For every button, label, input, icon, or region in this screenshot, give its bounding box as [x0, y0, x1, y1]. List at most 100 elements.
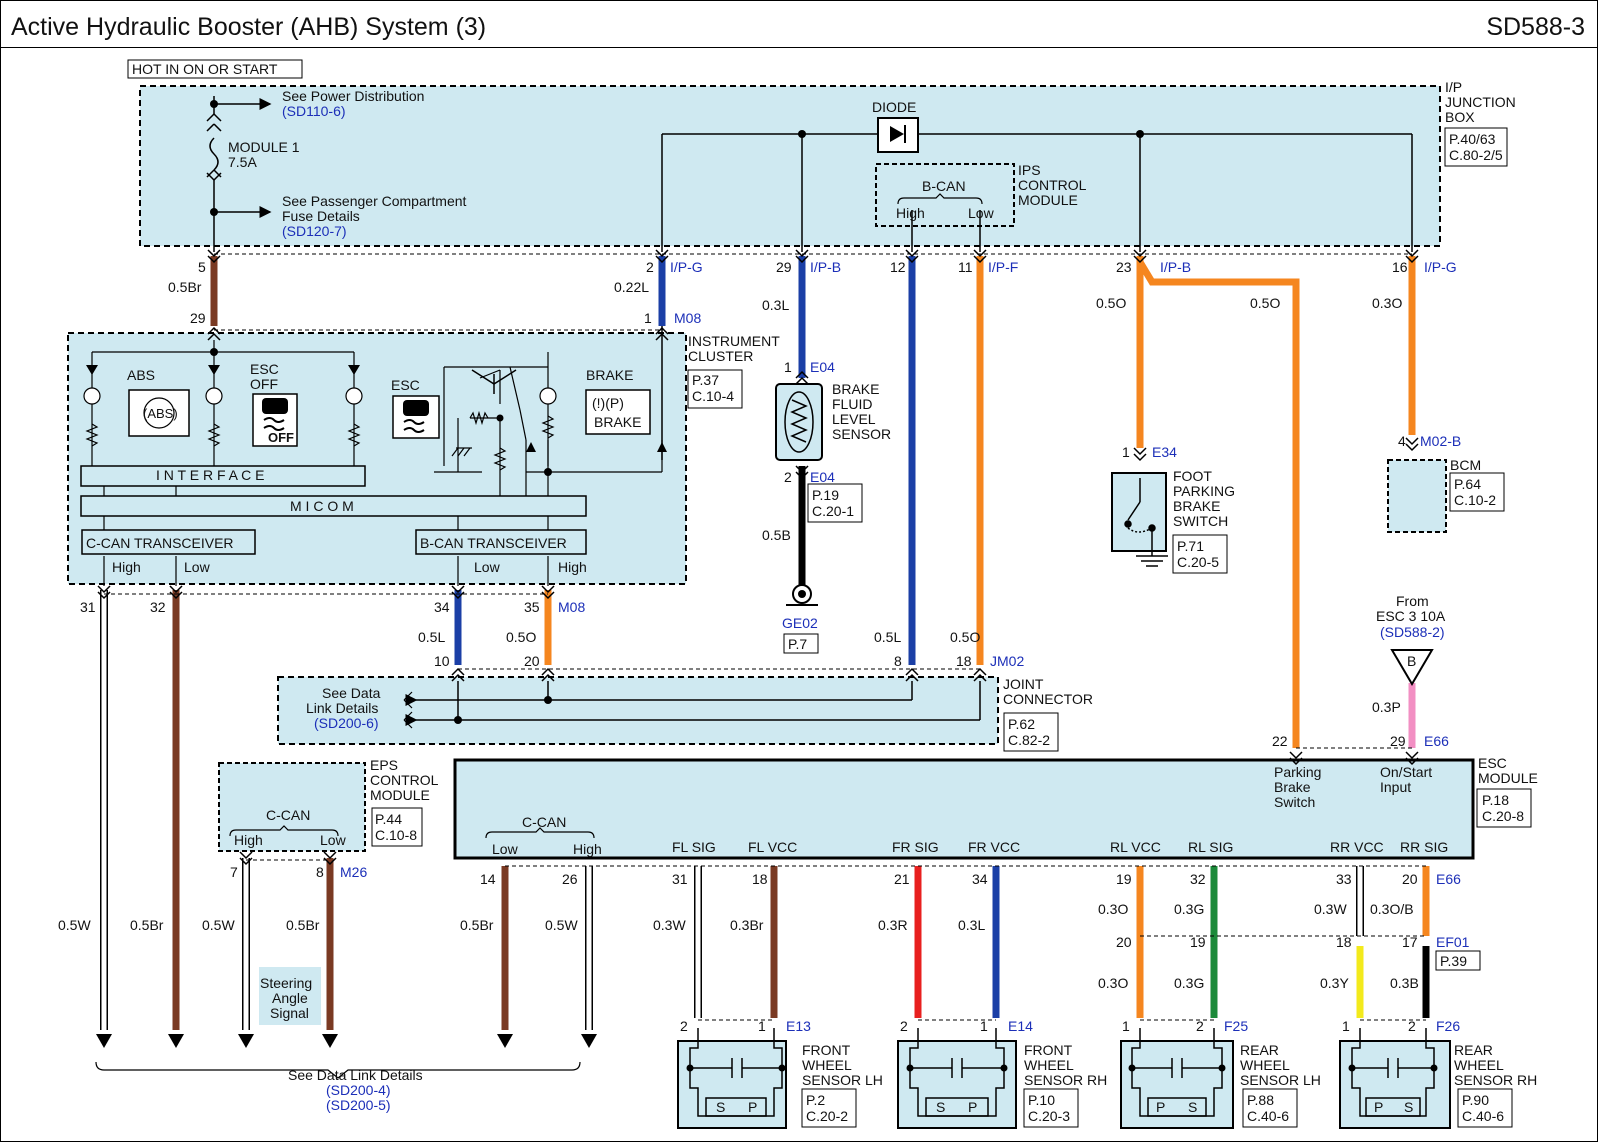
fuse-symbol	[206, 112, 222, 181]
cluster-label-2: CLUSTER	[688, 348, 753, 364]
pin-label: 2	[900, 1018, 908, 1034]
see-pass-label-1: See Passenger Compartment	[282, 193, 467, 209]
brake-symbol-text: BRAKE	[594, 414, 641, 430]
cluster-led-icons	[86, 365, 667, 452]
wire-spec: 0.5Br	[168, 279, 202, 295]
page-title: Active Hydraulic Booster (AHB) System (3…	[11, 13, 487, 41]
wire-spec: 0.5W	[202, 917, 235, 933]
sdl-label-1: See Data	[322, 685, 381, 701]
pin-label: 4	[1398, 433, 1406, 449]
pin-label: 1	[758, 1018, 766, 1034]
abs-label: ABS	[127, 367, 155, 383]
wire-spec: 0.3P	[1372, 699, 1401, 715]
esc-fuse-triangle	[1390, 649, 1434, 686]
eps-control-module-box	[218, 762, 366, 852]
pin-label: 2	[1196, 1018, 1204, 1034]
wire-spec: 0.3O/B	[1370, 901, 1414, 917]
brake-label: BRAKE	[586, 367, 633, 383]
splice-dot	[544, 696, 552, 704]
wire-spec: 0.5Br	[130, 917, 164, 933]
fwl-label-1: FRONT	[802, 1042, 851, 1058]
sensor-p-label: P	[1156, 1099, 1165, 1115]
hot-label: HOT IN ON OR START	[132, 61, 278, 77]
connector-ref: M08	[558, 599, 585, 615]
fr-vcc-label: FR VCC	[968, 839, 1020, 855]
esc-label: ESC	[391, 377, 420, 393]
wire-spec: 0.3B	[1390, 975, 1419, 991]
rwl-label-1: REAR	[1240, 1042, 1279, 1058]
wire-spec: 0.5W	[58, 917, 91, 933]
jc-label-2: CONNECTOR	[1003, 691, 1093, 707]
fwr-label-1: FRONT	[1024, 1042, 1073, 1058]
pin-label: 5	[198, 259, 206, 275]
bfl-label-3: LEVEL	[832, 411, 876, 427]
pin-label: 8	[894, 653, 902, 669]
fr-sig-label: FR SIG	[892, 839, 939, 855]
pbs-label-1: Parking	[1274, 764, 1321, 780]
brake-fluid-sensor-icon	[784, 391, 814, 453]
pin-label: 20	[524, 653, 540, 669]
pin-label: 29	[190, 310, 206, 326]
sd120-ref: (SD120-7)	[282, 223, 347, 239]
pbs-label-2: Brake	[1274, 779, 1311, 795]
osi-label-2: Input	[1380, 779, 1411, 795]
triangle-b-label: B	[1407, 653, 1416, 669]
eps-low-label: Low	[320, 832, 347, 848]
wire-spec: 0.3O	[1098, 975, 1128, 991]
abs-warning-icon	[128, 389, 190, 437]
from-label-2: ESC 3 10A	[1376, 608, 1446, 624]
cluster-splice-dots	[210, 348, 552, 476]
fpb-label-3: BRAKE	[1173, 498, 1220, 514]
junction-box-internal-wiring	[213, 96, 1413, 252]
rl-vcc-label: RL VCC	[1110, 839, 1161, 855]
sensor-s-label: S	[1404, 1099, 1413, 1115]
bcm-ref-1: P.64	[1454, 476, 1481, 492]
pin-label: 22	[1272, 733, 1288, 749]
foot-parking-brake-switch-box	[1111, 472, 1167, 552]
wire-spec: 0.22L	[614, 279, 649, 295]
jc-ref-2: C.82-2	[1008, 732, 1050, 748]
brake-fluid-sensor-box	[775, 383, 823, 461]
ground-ge02-icon	[786, 584, 818, 606]
bcan-low-label: Low	[474, 559, 501, 575]
pin-label: 34	[972, 871, 988, 887]
wire-spec: 0.5Br	[460, 917, 494, 933]
pin-label: 18	[1336, 934, 1352, 950]
bfl-ref-2: C.20-1	[812, 503, 854, 519]
fwr-ref-1: P.10	[1028, 1092, 1055, 1108]
sensor-s-label: S	[936, 1099, 945, 1115]
wire-spec: 0.5L	[874, 629, 901, 645]
rwr-label-1: REAR	[1454, 1042, 1493, 1058]
connector-ref: E13	[786, 1018, 811, 1034]
diode-icon	[877, 117, 919, 153]
bfl-label-4: SENSOR	[832, 426, 891, 442]
cluster-ref-1: P.37	[692, 372, 719, 388]
cluster-lamp-icons	[83, 387, 557, 405]
esc-ref-1: P.18	[1482, 792, 1509, 808]
pin-label: 1	[1342, 1018, 1350, 1034]
pin-label: 1	[644, 310, 652, 326]
splice-dot	[210, 208, 218, 216]
brace-icon	[403, 691, 413, 729]
sd588-2-ref: (SD588-2)	[1380, 624, 1445, 640]
cluster-label-1: INSTRUMENT	[688, 333, 780, 349]
esc-off-label-2: OFF	[250, 376, 278, 392]
eps-label-3: MODULE	[370, 787, 430, 803]
pin-label: 29	[1390, 733, 1406, 749]
wire-spec: 0.5B	[762, 527, 791, 543]
fwr-ref-2: C.20-3	[1028, 1108, 1070, 1124]
rwr-ref-2: C.40-6	[1462, 1108, 1504, 1124]
sas-label-1: Steering	[260, 975, 312, 991]
ips-control-module	[875, 163, 1015, 227]
micom-label: M I C O M	[290, 498, 354, 514]
wire-spec: 0.5O	[506, 629, 536, 645]
fwl-ref-1: P.2	[806, 1092, 825, 1108]
sd200-4-ref: (SD200-4)	[326, 1082, 391, 1098]
pin-label: 1	[784, 359, 792, 375]
eps-ref-1: P.44	[375, 811, 402, 827]
parking-brake-switch-icon	[1124, 478, 1168, 567]
connector-ref: E04	[810, 469, 835, 485]
ccan-transceiver-block	[81, 529, 256, 555]
pin-label: 31	[672, 871, 688, 887]
fwl-ref-2: C.20-2	[806, 1108, 848, 1124]
